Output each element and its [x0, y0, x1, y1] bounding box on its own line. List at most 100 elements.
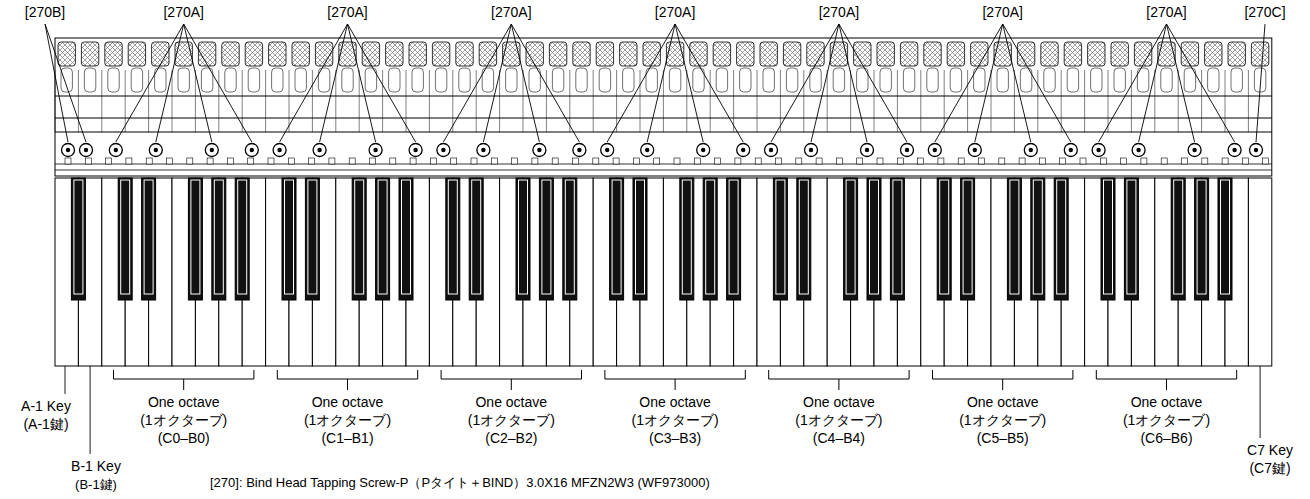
frame-tab	[146, 158, 152, 164]
leader-line	[511, 24, 579, 142]
hammer-top	[1158, 42, 1175, 66]
octave-bracket	[113, 370, 114, 379]
hammer-body	[716, 68, 727, 92]
black-key	[703, 178, 717, 300]
parts-note: [270]: Bind Head Tapping Screw-P（Pタイト＋BI…	[210, 474, 710, 491]
key-name-ja: (B-1鍵)	[75, 476, 117, 493]
key-rib	[710, 70, 711, 132]
frame-tab	[491, 158, 497, 164]
leader-line	[116, 24, 184, 142]
key-rib	[289, 70, 290, 132]
key-rib	[850, 70, 851, 132]
octave-range: (C3–B3)	[649, 430, 701, 447]
key-name: C7 Key	[1247, 442, 1293, 459]
screw-symbol	[80, 144, 93, 157]
leader-line	[45, 24, 68, 142]
octave-bracket	[441, 370, 442, 379]
frame-tab	[309, 158, 315, 164]
screw-symbol	[245, 144, 258, 157]
leader-line	[90, 366, 91, 454]
key-rib	[569, 70, 570, 132]
hammer-body	[342, 68, 353, 92]
screw-symbol	[62, 144, 75, 157]
screw-center	[114, 148, 118, 152]
frame-tab	[65, 158, 71, 164]
black-key	[797, 178, 811, 300]
hammer-body	[108, 68, 119, 92]
callout-number: [270A]	[327, 4, 367, 21]
hammer-body	[1231, 68, 1242, 92]
key-rib	[546, 70, 547, 132]
screw-center	[605, 148, 609, 152]
black-key	[633, 178, 647, 300]
black-key	[539, 178, 553, 300]
hammer-body	[1091, 68, 1102, 92]
frame-tab	[288, 158, 294, 164]
leader-line	[1139, 24, 1167, 142]
key-rib	[125, 70, 126, 132]
key-rib	[1248, 70, 1249, 132]
screw-symbol	[205, 144, 218, 157]
key-rib	[523, 70, 524, 132]
frame-tab	[1263, 158, 1269, 164]
frame-tab	[268, 158, 274, 164]
black-key	[516, 178, 530, 300]
black-key-outline	[448, 180, 457, 294]
key-rib	[1014, 70, 1015, 132]
screw-symbol	[1250, 144, 1263, 157]
black-key-outline	[940, 180, 949, 294]
hammer-body	[763, 68, 774, 92]
leader-line	[811, 24, 839, 142]
leader-line	[1167, 24, 1235, 142]
hammer-top	[58, 42, 75, 66]
hammer-top	[1205, 42, 1222, 66]
hammer-body	[880, 68, 891, 92]
key-rib	[406, 70, 407, 132]
black-key	[1218, 178, 1232, 300]
octave-bracket	[838, 379, 839, 390]
frame-tab	[674, 158, 680, 164]
octave-bracket	[604, 370, 605, 379]
frame-tab	[918, 158, 924, 164]
frame-tab	[796, 158, 802, 164]
black-key-outline	[1033, 180, 1042, 294]
leader-line	[647, 24, 675, 142]
screw-symbol	[1024, 144, 1037, 157]
key-rib	[991, 70, 992, 132]
screw-symbol	[1132, 144, 1145, 157]
frame-tab	[106, 158, 112, 164]
hammer-top	[1228, 42, 1245, 66]
screw-center	[1029, 148, 1033, 152]
hammer-body	[623, 68, 634, 92]
screw-center	[865, 148, 869, 152]
hammer-top	[292, 42, 309, 66]
hammer-body	[295, 68, 306, 92]
octave-bracket	[581, 370, 582, 379]
leader-line	[1003, 24, 1031, 142]
screw-center	[973, 148, 977, 152]
hammer-body	[1067, 68, 1078, 92]
key-name-ja: (A-1鍵)	[23, 416, 68, 433]
key-rib	[827, 70, 828, 132]
screw-symbol	[409, 144, 422, 157]
hammer-top	[549, 42, 566, 66]
black-key	[282, 178, 296, 300]
frame-tab	[877, 158, 883, 164]
key-rib	[920, 70, 921, 132]
screw-center	[1254, 148, 1258, 152]
frame-tab	[1121, 158, 1127, 164]
hammer-body	[248, 68, 259, 92]
screw-center	[1069, 148, 1073, 152]
hammer-top	[947, 42, 964, 66]
screw-center	[250, 148, 254, 152]
hammer-body	[903, 68, 914, 92]
frame-tab	[633, 158, 639, 164]
screw-symbol	[901, 144, 914, 157]
black-key-outline	[1221, 180, 1230, 294]
key-rib	[101, 70, 102, 132]
black-key-outline	[729, 180, 738, 294]
black-key-outline	[612, 180, 621, 294]
frame-tab	[430, 158, 436, 164]
octave-label-ja: (1オクターブ)	[1123, 412, 1210, 429]
screw-center	[210, 148, 214, 152]
